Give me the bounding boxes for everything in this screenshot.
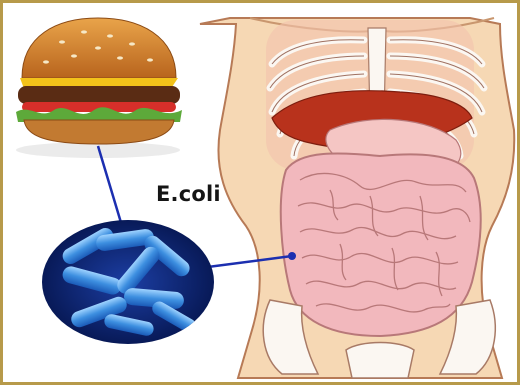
burger-illustration (16, 18, 182, 158)
bacteria-closeup (42, 220, 214, 344)
connector-endpoint (288, 252, 296, 260)
intestines (281, 153, 481, 336)
ecoli-label: E.coli (156, 182, 221, 206)
